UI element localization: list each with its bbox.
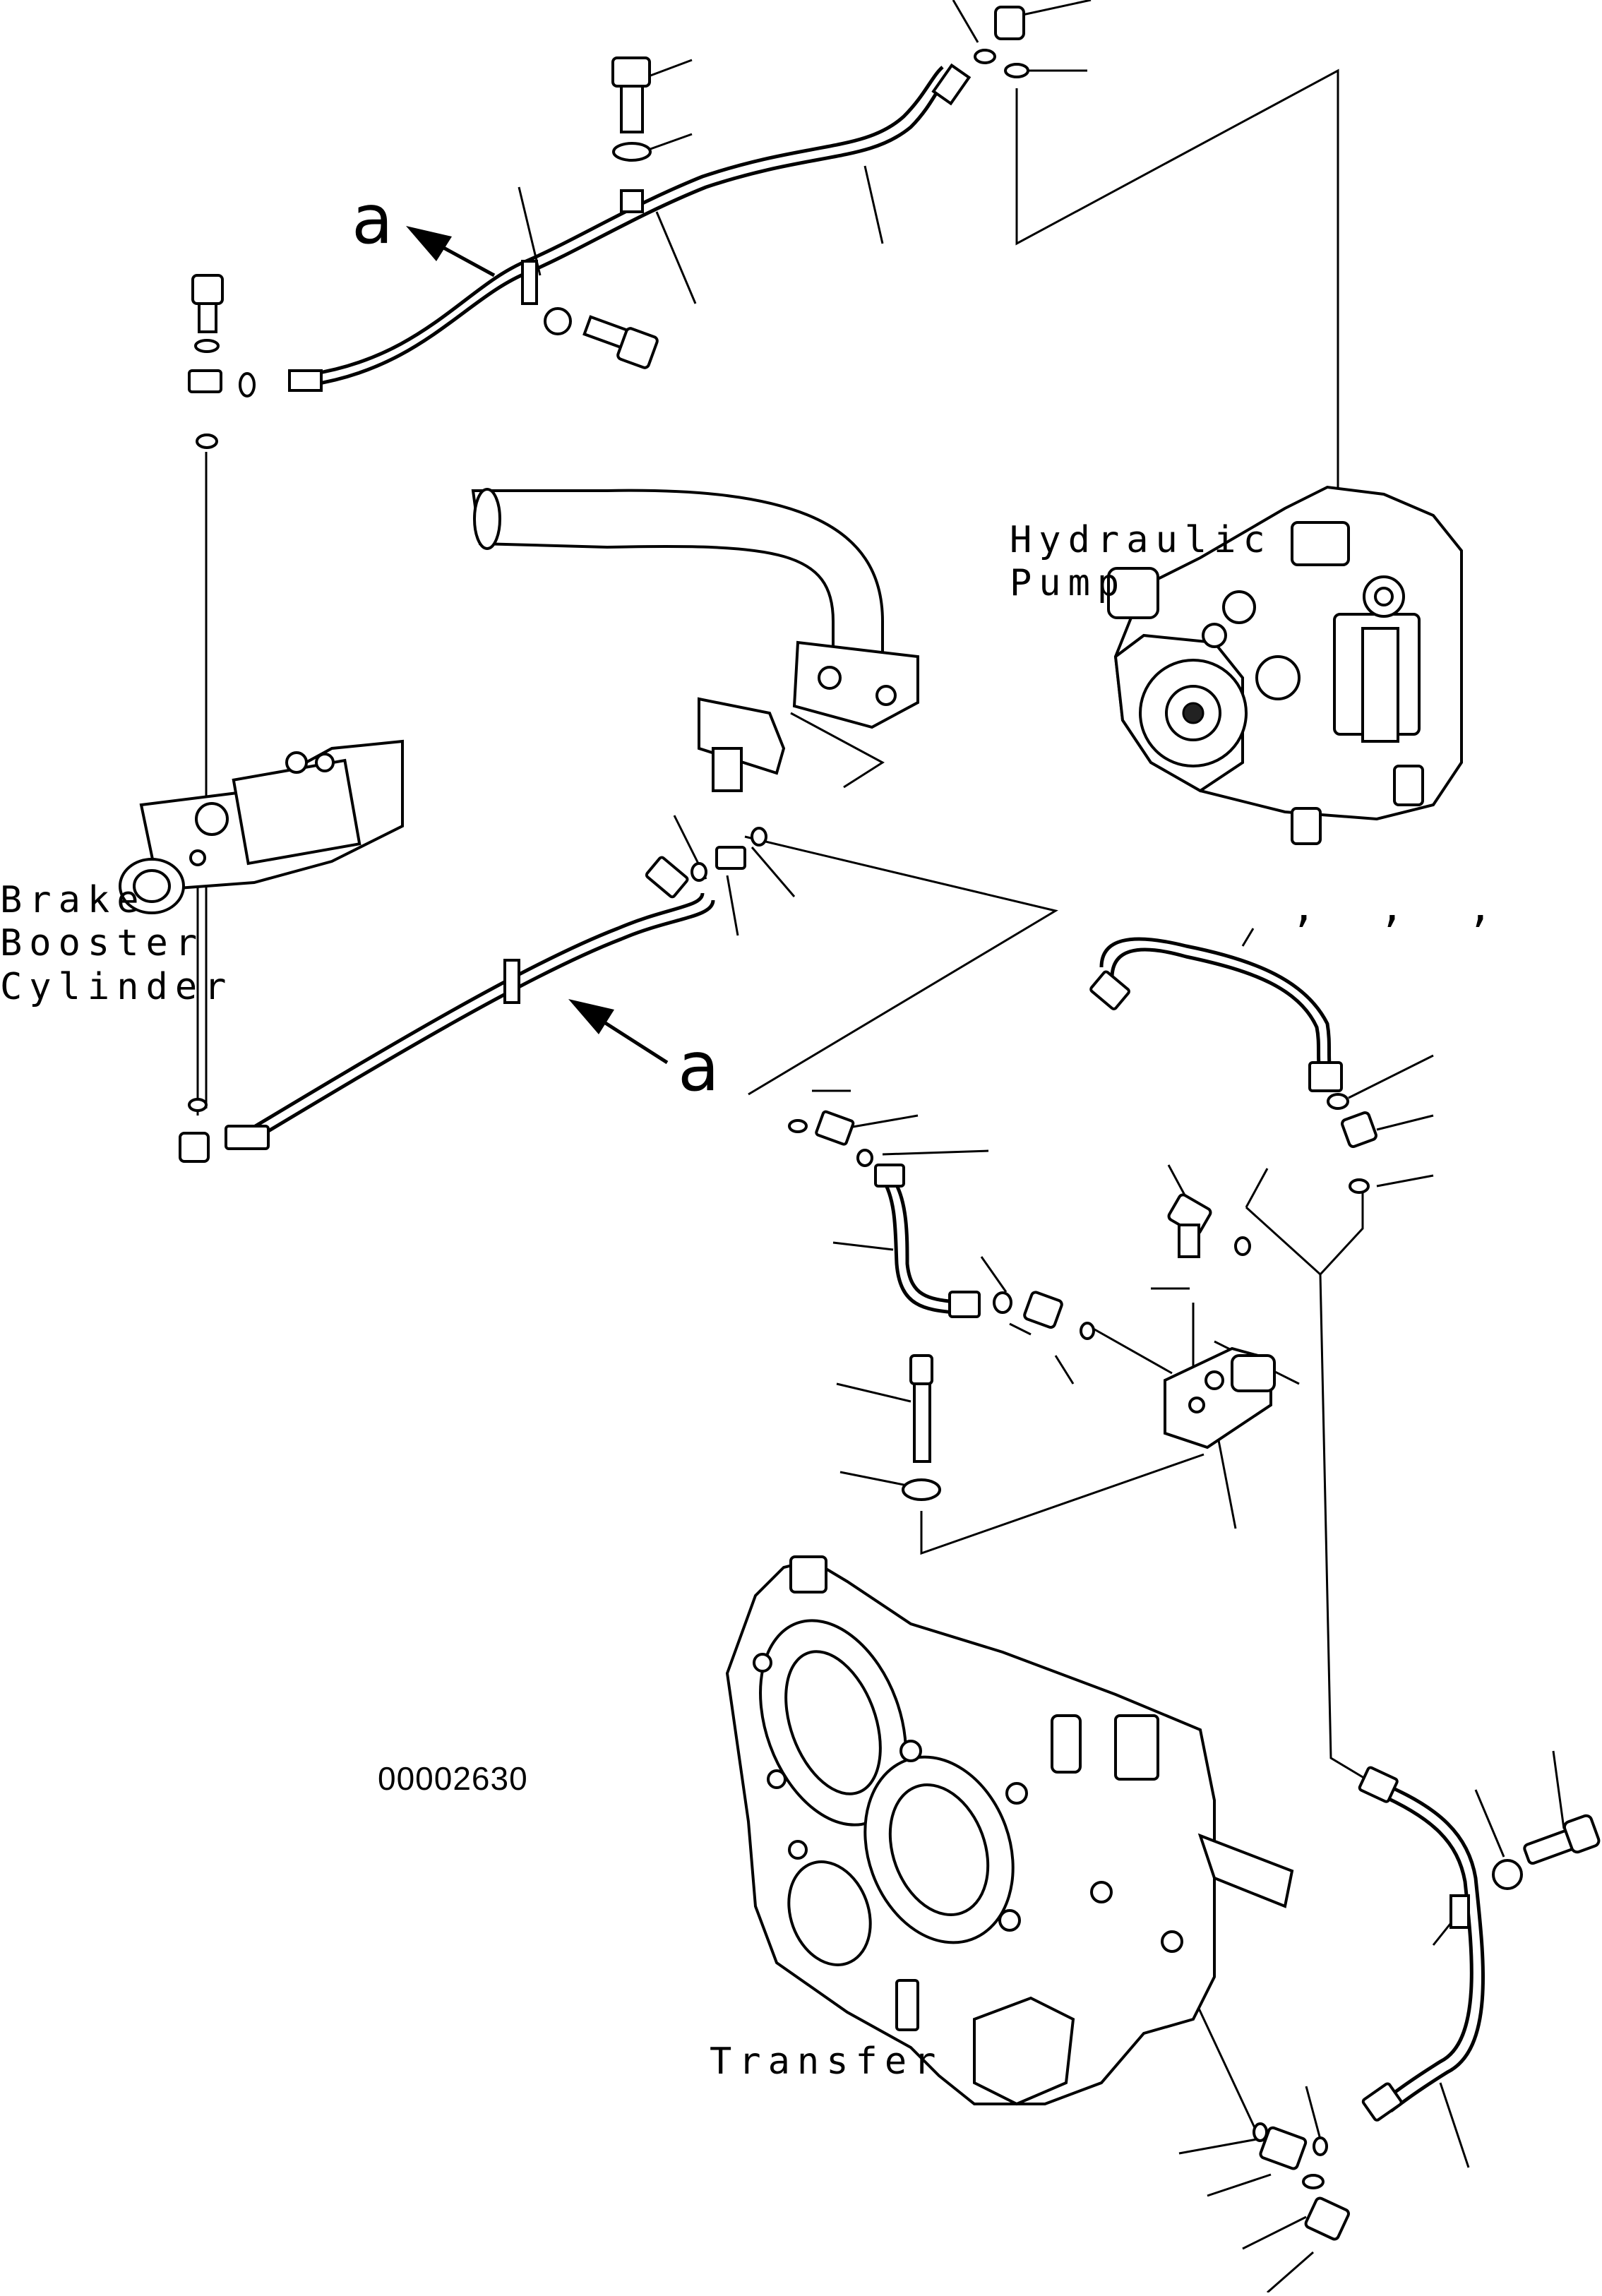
label-view-a-bottom: a [678, 1027, 719, 1106]
label-view-a-top: a [352, 180, 393, 259]
hydraulic-pump [1107, 485, 1463, 845]
top-hose [288, 63, 972, 392]
right-hose [1089, 937, 1377, 1194]
leader-lines [196, 0, 1565, 2294]
label-hydraulic-pump: Hydraulic Pump [1010, 519, 1272, 605]
top-fittings [188, 6, 1029, 449]
brake-booster-cylinder [119, 739, 404, 914]
transfer-case [725, 1555, 1294, 2106]
middle-hose [179, 827, 767, 1163]
suction-pipe [471, 488, 919, 792]
lower-small-hose [788, 1110, 1251, 1340]
view-arrows [406, 226, 669, 1065]
valve-block [902, 1346, 1276, 1501]
comma-mark-2: , [1384, 875, 1400, 933]
label-brake-booster-cylinder: Brake Booster Cylinder [0, 879, 234, 1008]
comma-mark-3: , [1472, 875, 1488, 933]
bottom-hose [1253, 1766, 1601, 2241]
drawing-number: 00002630 [378, 1760, 528, 1797]
comma-mark-1: , [1296, 875, 1312, 933]
label-transfer: Transfer [710, 2040, 943, 2083]
